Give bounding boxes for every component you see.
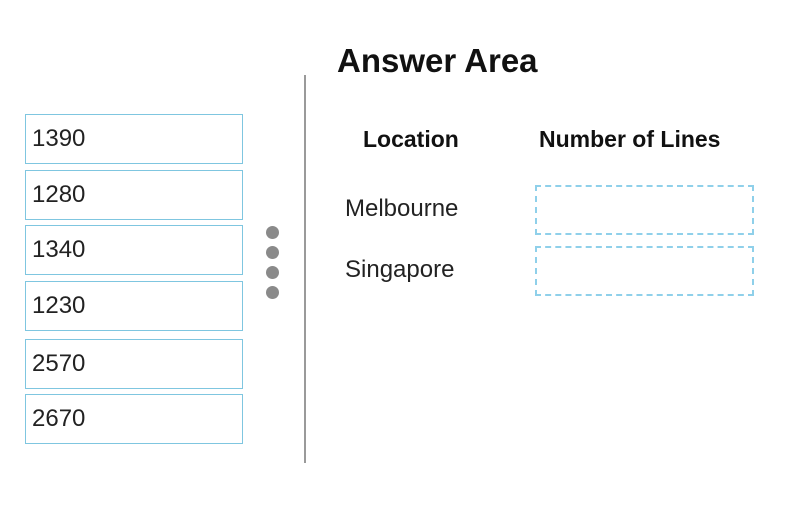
drop-target-melbourne[interactable] (535, 185, 754, 235)
dot-icon (266, 226, 279, 239)
answer-option-1390[interactable]: 1390 (25, 114, 243, 164)
location-label-singapore: Singapore (345, 256, 455, 283)
answer-area-title: Answer Area (337, 42, 538, 79)
panel-divider (304, 75, 306, 463)
location-column-header: Location (363, 126, 459, 152)
drop-target-singapore[interactable] (535, 246, 754, 296)
dot-icon (266, 286, 279, 299)
vertical-dots-icon (266, 226, 280, 306)
dot-icon (266, 246, 279, 259)
answer-option-1340[interactable]: 1340 (25, 225, 243, 275)
location-label-melbourne: Melbourne (345, 195, 459, 222)
answer-option-1230[interactable]: 1230 (25, 281, 243, 331)
number-of-lines-column-header: Number of Lines (539, 126, 721, 152)
dot-icon (266, 266, 279, 279)
answer-option-2670[interactable]: 2670 (25, 394, 243, 444)
answer-option-2570[interactable]: 2570 (25, 339, 243, 389)
answer-option-1280[interactable]: 1280 (25, 170, 243, 220)
